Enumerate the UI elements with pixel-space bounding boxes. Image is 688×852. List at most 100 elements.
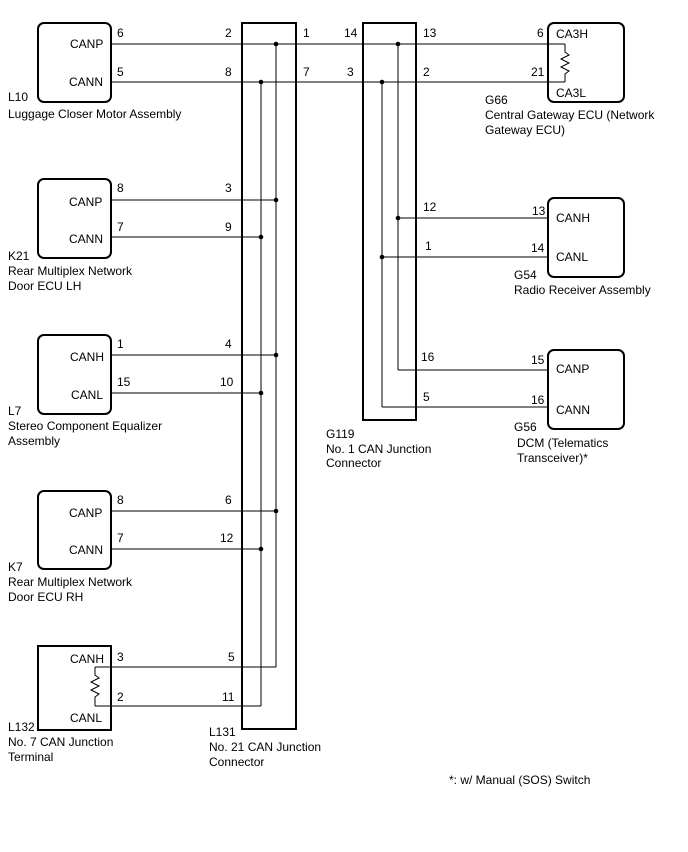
k21-pin-a-label: CANP xyxy=(69,195,102,209)
g54-code: G54 xyxy=(514,268,537,282)
l132-name-1: No. 7 CAN Junction xyxy=(8,735,113,749)
pin-l10-b: 5 xyxy=(117,65,124,79)
pin-g119-in-b: 3 xyxy=(347,65,354,79)
l132-name-2: Terminal xyxy=(8,750,53,764)
k21-name-1: Rear Multiplex Network xyxy=(8,264,133,278)
pin-k21-a: 8 xyxy=(117,181,124,195)
l7-name-1: Stereo Component Equalizer xyxy=(8,419,162,433)
splice-g54-a xyxy=(395,215,401,221)
l131-name-1: No. 21 CAN Junction xyxy=(209,740,321,754)
g66-resistor-icon xyxy=(559,44,571,82)
l7-pin-a-label: CANH xyxy=(70,350,104,364)
pin-l131-l10-a: 2 xyxy=(225,26,232,40)
g56-pin-b-label: CANN xyxy=(556,403,590,417)
g66-name-2: Gateway ECU) xyxy=(485,123,565,137)
pin-g56-a: 15 xyxy=(531,353,545,367)
k7-box xyxy=(37,490,112,570)
splice-l10-b xyxy=(258,79,264,85)
pin-l131-l132-b: 11 xyxy=(222,690,235,704)
splice-l7-a xyxy=(273,352,279,358)
k7-pin-b-label: CANN xyxy=(69,543,103,557)
k7-pin-a-label: CANP xyxy=(69,506,102,520)
pin-g119-g56-a: 16 xyxy=(421,350,435,364)
footnote: *: w/ Manual (SOS) Switch xyxy=(449,773,590,787)
pin-k7-a: 8 xyxy=(117,493,124,507)
k21-box xyxy=(37,178,112,259)
l10-name: Luggage Closer Motor Assembly xyxy=(8,107,181,121)
l10-box xyxy=(37,22,112,103)
l131-junction-box xyxy=(241,22,297,730)
pin-l131-k7-a: 6 xyxy=(225,493,232,507)
pin-g119-g56-b: 5 xyxy=(423,390,430,404)
l7-code: L7 xyxy=(8,404,22,418)
pin-l131-k21-b: 9 xyxy=(225,220,232,234)
splice-g54-b xyxy=(379,254,385,260)
l132-pin-a-label: CANH xyxy=(70,652,104,666)
pin-l132-a: 3 xyxy=(117,650,124,664)
k21-name-2: Door ECU LH xyxy=(8,279,81,293)
pin-l131-l10-b: 8 xyxy=(225,65,232,79)
pin-g119-g66-a: 13 xyxy=(423,26,437,40)
l10-code: L10 xyxy=(8,90,28,104)
pin-g56-b: 16 xyxy=(531,393,545,407)
splice-k21-a xyxy=(273,197,279,203)
g119-code: G119 xyxy=(326,427,355,441)
splice-l10-a xyxy=(273,41,279,47)
pin-l132-b: 2 xyxy=(117,690,124,704)
pin-k21-b: 7 xyxy=(117,220,124,234)
pin-l131-k7-b: 12 xyxy=(220,531,234,545)
pin-g66-b: 21 xyxy=(531,65,545,79)
l7-name-2: Assembly xyxy=(8,434,60,448)
l10-pin-a-label: CANP xyxy=(70,37,103,51)
g56-name-2: Transceiver)* xyxy=(517,451,588,465)
pin-k7-b: 7 xyxy=(117,531,124,545)
pin-g54-b: 14 xyxy=(531,241,545,255)
l10-pin-b-label: CANN xyxy=(69,75,103,89)
splice-l7-b xyxy=(258,390,264,396)
g119-name-1: No. 1 CAN Junction xyxy=(326,442,431,456)
l131-name-2: Connector xyxy=(209,755,264,769)
g56-box xyxy=(547,349,625,430)
pin-l7-b: 15 xyxy=(117,375,131,389)
pin-g66-a: 6 xyxy=(537,26,544,40)
g56-pin-a-label: CANP xyxy=(556,362,589,376)
g66-code: G66 xyxy=(485,93,508,107)
l132-pin-b-label: CANL xyxy=(70,711,102,725)
g66-pin-b-label: CA3L xyxy=(556,86,586,100)
pin-l131-out-a: 1 xyxy=(303,26,310,40)
k7-code: K7 xyxy=(8,560,23,574)
pin-l131-l7-b: 10 xyxy=(220,375,234,389)
pin-g119-g66-b: 2 xyxy=(423,65,430,79)
splice-k21-b xyxy=(258,234,264,240)
l132-code: L132 xyxy=(8,720,35,734)
pin-g119-in-a: 14 xyxy=(344,26,358,40)
g54-box xyxy=(547,197,625,278)
k7-name-2: Door ECU RH xyxy=(8,590,83,604)
pin-l131-k21-a: 3 xyxy=(225,181,232,195)
g54-pin-a-label: CANH xyxy=(556,211,590,225)
splice-k7-b xyxy=(258,546,264,552)
g119-name-2: Connector xyxy=(326,456,381,470)
g54-name: Radio Receiver Assembly xyxy=(514,283,651,297)
g56-name-1: DCM (Telematics xyxy=(517,436,608,450)
pin-l7-a: 1 xyxy=(117,337,124,351)
k21-pin-b-label: CANN xyxy=(69,232,103,246)
pin-l131-l7-a: 4 xyxy=(225,337,232,351)
k7-name-1: Rear Multiplex Network xyxy=(8,575,133,589)
l131-code: L131 xyxy=(209,725,236,739)
pin-l10-a: 6 xyxy=(117,26,124,40)
l7-box xyxy=(37,334,112,415)
pin-l131-l132-a: 5 xyxy=(228,650,235,664)
l132-resistor-icon xyxy=(89,667,101,706)
l7-pin-b-label: CANL xyxy=(71,388,103,402)
g66-box xyxy=(547,22,625,103)
g56-code: G56 xyxy=(514,420,537,434)
pin-g119-g54-b: 1 xyxy=(425,239,432,253)
pin-g54-a: 13 xyxy=(532,204,546,218)
splice-k7-a xyxy=(273,508,279,514)
g66-pin-a-label: CA3H xyxy=(556,27,588,41)
g66-name-1: Central Gateway ECU (Network xyxy=(485,108,655,122)
g54-pin-b-label: CANL xyxy=(556,250,588,264)
k21-code: K21 xyxy=(8,249,30,263)
